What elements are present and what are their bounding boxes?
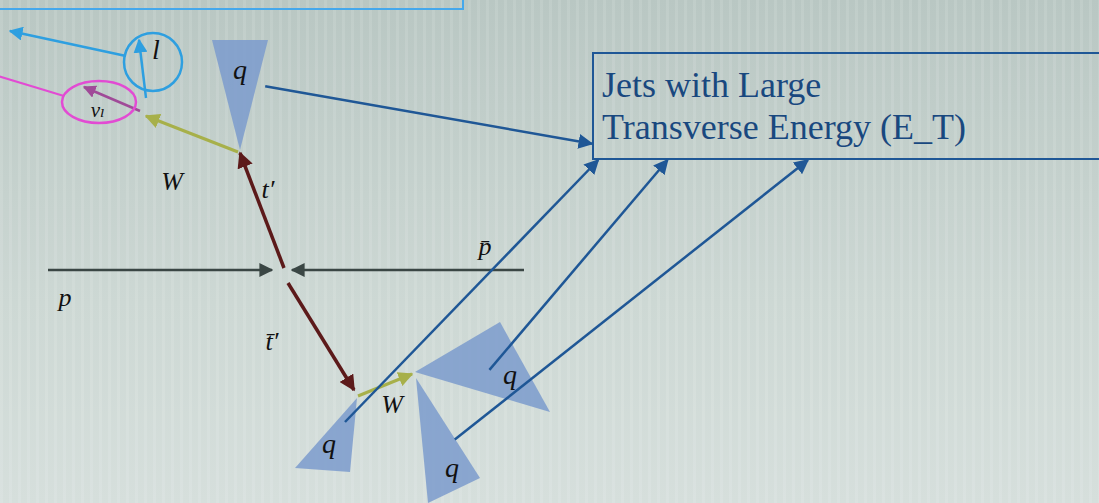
quark-jet-cone: q	[293, 396, 360, 474]
cone-shape	[295, 398, 357, 472]
cone-shape	[415, 322, 550, 412]
cone-shape	[413, 320, 552, 414]
antiproton-beam-arrow	[292, 269, 524, 272]
antitop-prime-arrow	[288, 283, 354, 390]
particle-label: t̄′	[266, 329, 279, 355]
particle-symbol: νₗ	[91, 100, 105, 121]
boson-label: W	[161, 169, 183, 195]
cut-off-callout-box	[0, 0, 463, 9]
particle-symbol: q	[445, 454, 459, 482]
neutrino-leader-line	[0, 76, 64, 96]
particle-symbol: l	[152, 36, 160, 64]
ring-outline	[124, 33, 182, 91]
jet-arrow	[345, 160, 598, 422]
ring-outline	[62, 81, 136, 123]
lepton-circle: l	[122, 31, 184, 93]
w-boson-arrow	[146, 116, 238, 152]
proton-beam-arrow	[48, 269, 272, 272]
quark-jet-cone: q	[212, 40, 268, 150]
quark-jet-cone: q	[414, 376, 482, 503]
beam-label: p̄	[479, 234, 492, 260]
cone-shape	[212, 40, 268, 150]
box-heading: Jets with Large Transverse Energy (E_T)	[602, 64, 978, 148]
top-prime-arrow	[240, 153, 284, 268]
jets-box: Jets with Large Transverse Energy (E_T)	[592, 52, 1099, 160]
particle-symbol: q	[233, 56, 247, 84]
cone-shape	[414, 376, 482, 503]
quark-jet-cone: q	[413, 320, 552, 414]
boson-label: W	[381, 392, 403, 418]
neutrino-circle: νₗ	[60, 79, 138, 125]
jet-arrow	[265, 86, 592, 144]
jet-arrow	[455, 160, 808, 440]
particle-symbol: q	[322, 430, 336, 458]
cone-shape	[416, 378, 480, 503]
beam-label: p	[59, 285, 72, 311]
jet-arrow	[489, 160, 667, 370]
lepton-leader-arrow	[10, 31, 126, 56]
particle-symbol: q	[503, 361, 517, 389]
particle-label: t′	[262, 177, 275, 203]
